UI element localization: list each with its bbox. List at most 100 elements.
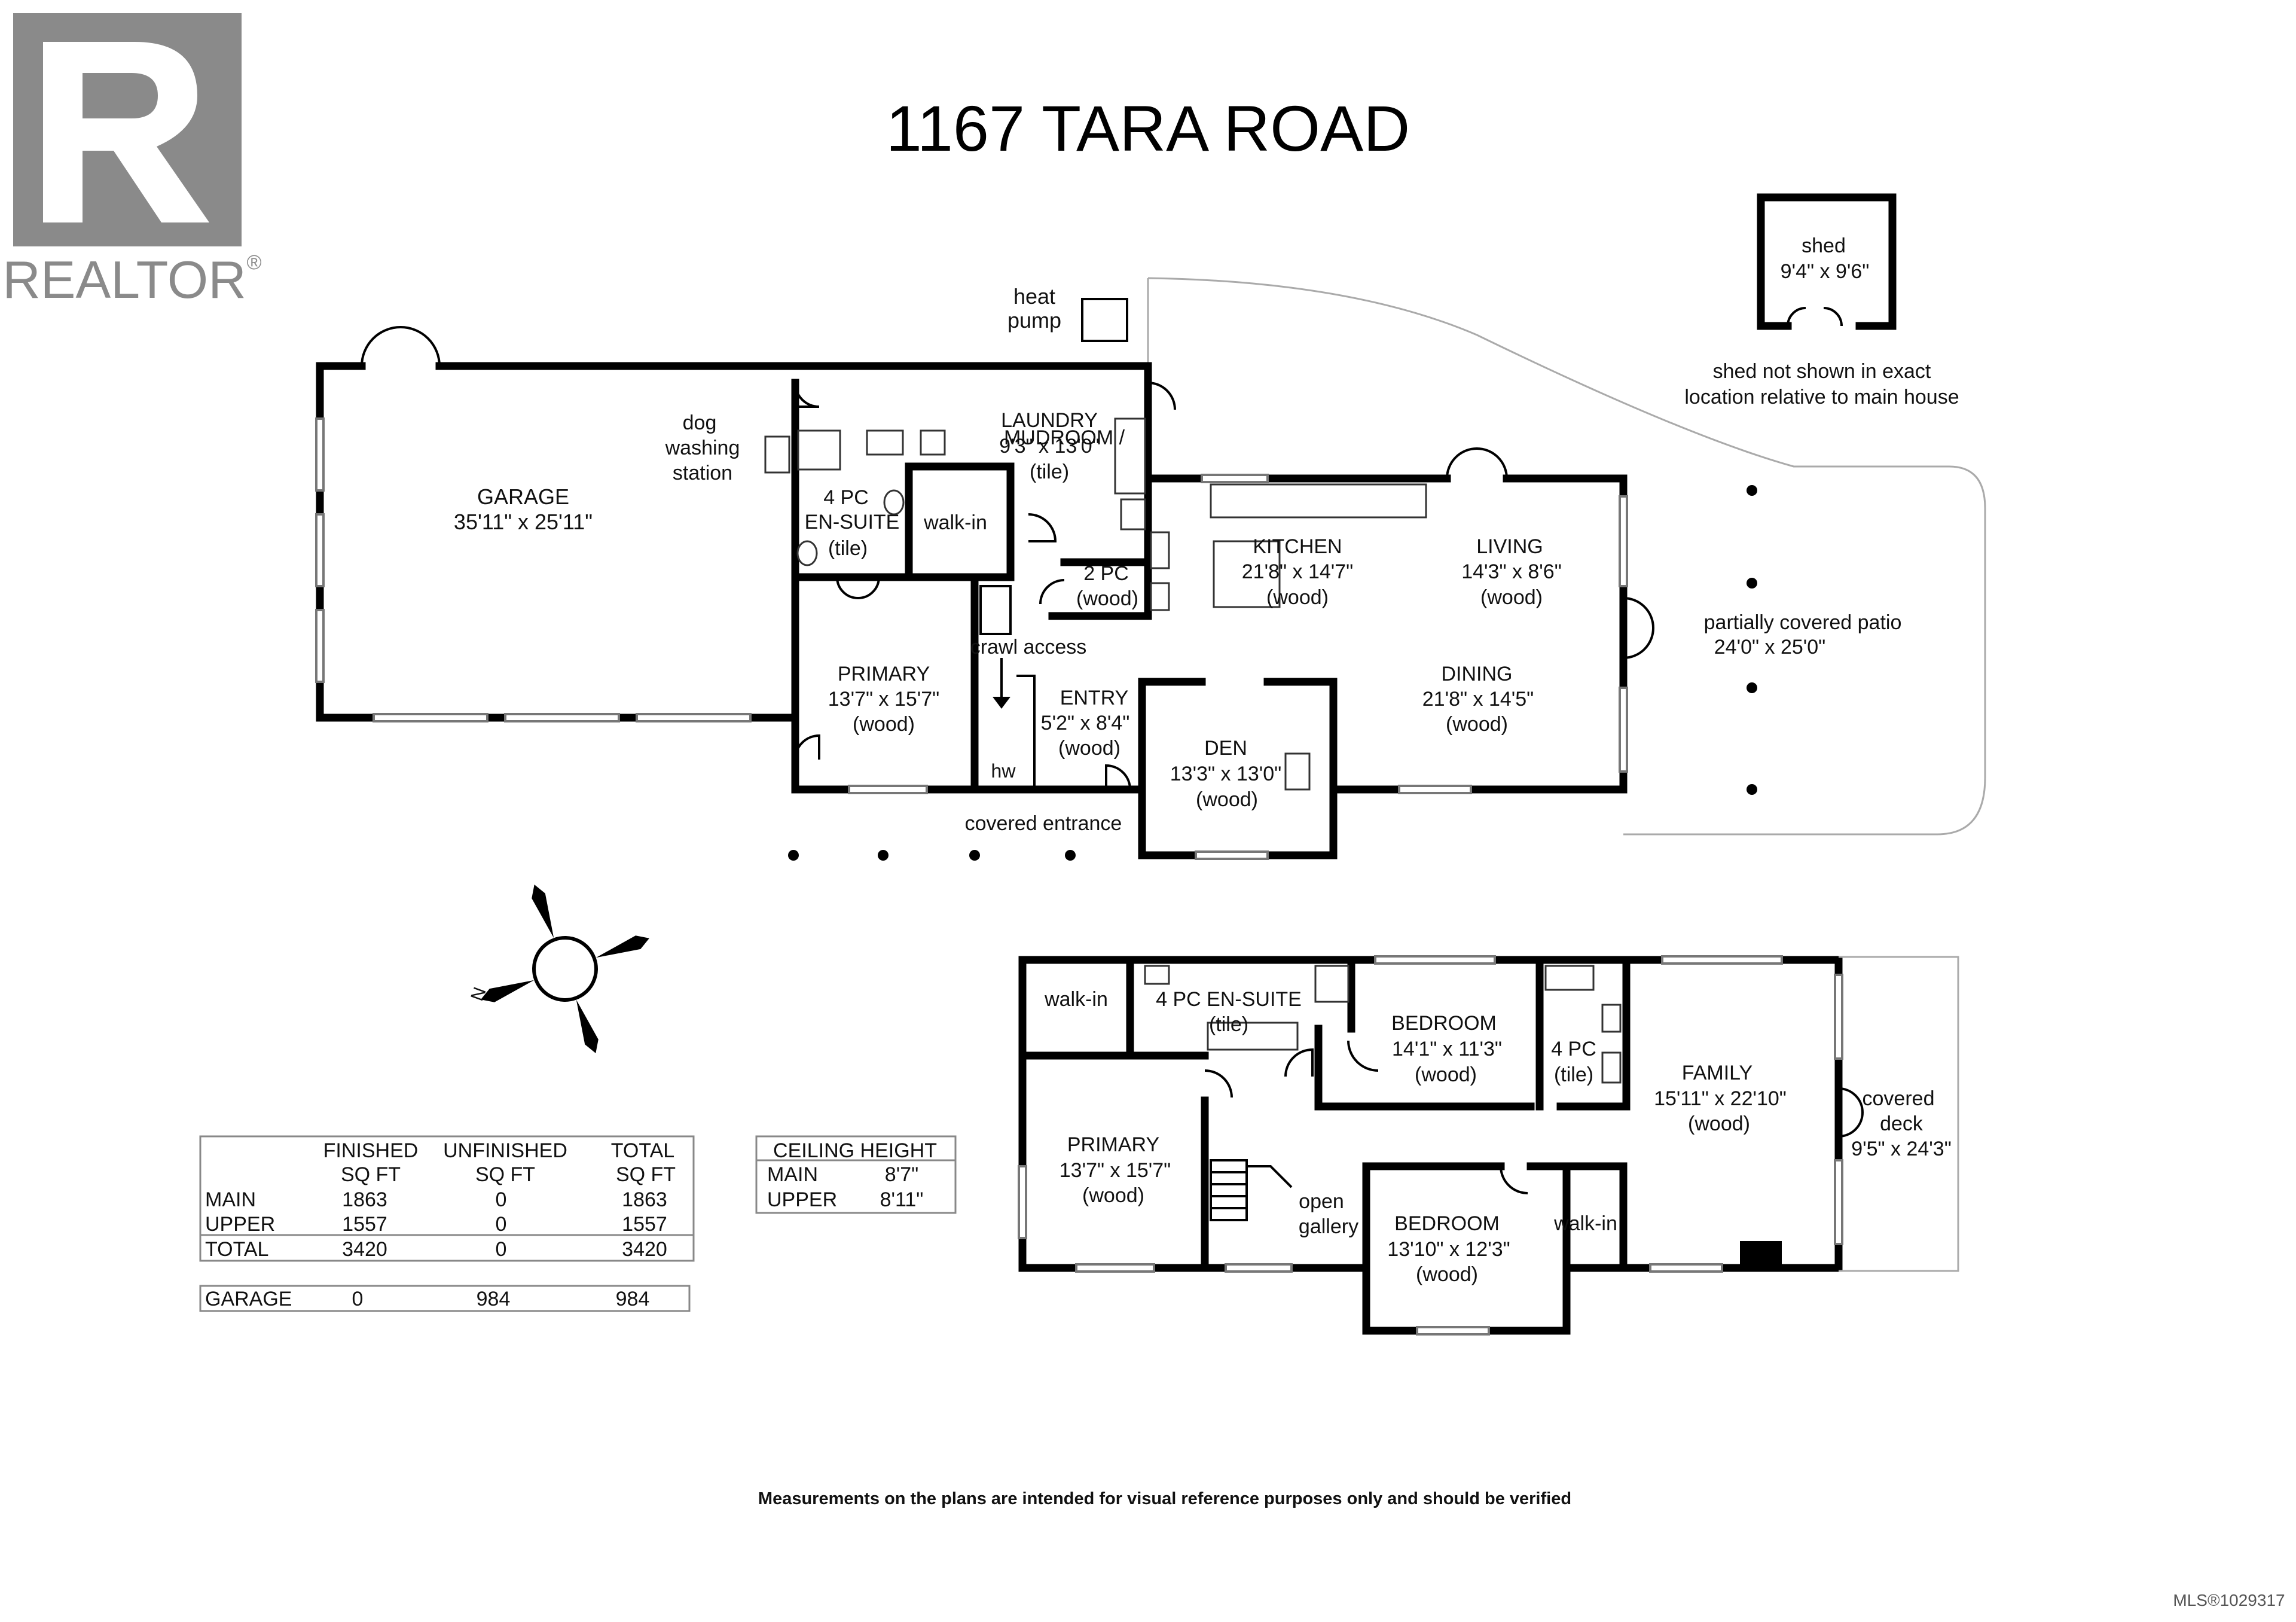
area-row-value: 0	[496, 1188, 507, 1211]
post-icon	[1747, 578, 1757, 589]
door-icon	[1284, 1048, 1314, 1077]
garage-door-panel	[373, 713, 488, 722]
main-floor-plan: heat pump GARAGE 35'11" x 25'11" dog was…	[315, 277, 1986, 861]
sink-icon	[883, 489, 905, 516]
den-dims: 13'3" x 13'0"	[1170, 763, 1281, 785]
garage-window	[315, 609, 325, 683]
mudroom-dims: 9'3" x 13'0"	[999, 435, 1100, 458]
walkin-label: walk-in	[923, 511, 987, 534]
covered-entrance-label: covered entrance	[965, 812, 1122, 835]
den-window	[1195, 850, 1269, 860]
kitchen-window	[1201, 474, 1269, 483]
bedroom2-floor: (wood)	[1416, 1263, 1478, 1286]
deck-door-icon	[1838, 1087, 1864, 1138]
covered-deck-label: deck	[1880, 1112, 1923, 1135]
compass-point-icon	[576, 999, 599, 1053]
den-floor: (wood)	[1196, 788, 1258, 811]
stair-outline	[1016, 675, 1036, 789]
garage-row-value: 0	[352, 1288, 364, 1310]
garage-row-frame	[199, 1285, 691, 1312]
toilet-icon	[1601, 1004, 1622, 1033]
gallery-label: open	[1299, 1190, 1344, 1213]
dining-window	[1398, 785, 1472, 794]
area-row-value: 3420	[342, 1238, 387, 1261]
compass-rose	[481, 885, 649, 1053]
area-header-unfinished: UNFINISHED	[443, 1139, 567, 1162]
realtor-logo-text: REALTOR	[2, 250, 246, 309]
post-icon	[1065, 850, 1076, 861]
primary-upper-window	[1075, 1263, 1155, 1273]
bedroom2-label: BEDROOM	[1394, 1212, 1500, 1235]
entry-label: ENTRY	[1060, 687, 1129, 709]
mudroom-floor: (tile)	[1030, 461, 1069, 483]
garage-dims: 35'11" x 25'11"	[454, 510, 593, 534]
shower-icon	[797, 429, 841, 471]
staircase	[1210, 1159, 1293, 1221]
shed-dims: 9'4" x 9'6"	[1781, 260, 1870, 283]
exterior-door-icon	[794, 734, 1131, 790]
pc2-floor: (wood)	[1076, 587, 1138, 610]
patio-label: partially covered patio	[1704, 611, 1902, 634]
dining-floor: (wood)	[1446, 713, 1508, 736]
laundry-machines-icon	[1114, 417, 1146, 495]
kitchen-label: KITCHEN	[1253, 535, 1342, 558]
shed-plan: shed 9'4" x 9'6" shed not shown in exact…	[1684, 193, 1959, 408]
bedroom1-label: BEDROOM	[1391, 1012, 1497, 1035]
garage-door-panel	[636, 713, 752, 722]
den-label: DEN	[1204, 737, 1247, 760]
kitchen-island-icon	[1213, 540, 1281, 608]
counter-icon	[1120, 498, 1146, 530]
bedroom2-window	[1416, 1326, 1490, 1336]
fireplace-icon	[1284, 752, 1311, 791]
compass-point-icon	[532, 885, 554, 938]
hw-label: hw	[991, 760, 1016, 782]
family-window	[1661, 955, 1783, 965]
compass-point-icon	[596, 935, 649, 958]
mudroom-label: MUDROOM /	[1004, 426, 1125, 449]
entry-floor: (wood)	[1058, 737, 1120, 760]
vanity-icon	[866, 429, 904, 456]
garage-to-house-door-icon	[794, 382, 820, 408]
patio-door-icon	[1623, 597, 1654, 659]
shed-wall	[1757, 193, 1897, 330]
patio-outline	[1147, 277, 1986, 836]
area-row-value: 1557	[342, 1213, 387, 1236]
realtor-registered-mark: ®	[246, 251, 261, 274]
post-icon	[878, 850, 889, 861]
area-row-value: 1863	[342, 1188, 387, 1211]
garage-row-value: 984	[477, 1288, 511, 1310]
living-dims: 14'3" x 8'6"	[1461, 560, 1562, 583]
gallery-label: gallery	[1299, 1215, 1358, 1238]
shed-door-icon	[1787, 307, 1843, 327]
family-window	[1649, 1263, 1723, 1273]
fireplace-icon	[1740, 1241, 1782, 1268]
area-row-value: 0	[496, 1238, 507, 1261]
mudroom-exterior-door-icon	[1147, 382, 1176, 410]
stair-outline	[1210, 1159, 1248, 1221]
stair-arrow-head-icon	[993, 697, 1010, 709]
garage-door-icon	[361, 326, 441, 367]
bedroom1-dims: 14'1" x 11'3"	[1392, 1038, 1502, 1060]
crawl-hatch	[979, 585, 1012, 635]
garage-door-panel	[504, 713, 620, 722]
kitchen-counter-icon	[1210, 483, 1427, 519]
ceiling-table-title: CEILING HEIGHT	[773, 1139, 937, 1162]
area-header-finished: FINISHED	[323, 1139, 419, 1162]
dog-washing-tub-icon	[764, 435, 790, 474]
walkin-upper-label: walk-in	[1044, 988, 1108, 1011]
ceiling-height-table: CEILING HEIGHT MAIN 8'7" UPPER 8'11"	[755, 1135, 957, 1214]
ensuite-label: 4 PC	[823, 486, 869, 509]
pc2-label: 2 PC	[1083, 562, 1129, 585]
realtor-r-glyph-icon	[43, 42, 209, 222]
pc4-label: 4 PC	[1551, 1038, 1596, 1060]
toilet-icon	[920, 429, 946, 456]
crawl-access-label: crawl access	[970, 636, 1087, 658]
family-dims: 15'11" x 22'10"	[1654, 1087, 1787, 1110]
bedroom1-window	[1374, 955, 1496, 965]
post-icon	[1747, 784, 1757, 795]
compass-ring-icon	[532, 936, 598, 1002]
area-row-label: TOTAL	[205, 1238, 268, 1261]
upper-floor-plan: walk-in 4 PC EN-SUITE (tile) BEDROOM 14'…	[1018, 955, 1959, 1336]
primary-upper-window	[1018, 1165, 1027, 1239]
